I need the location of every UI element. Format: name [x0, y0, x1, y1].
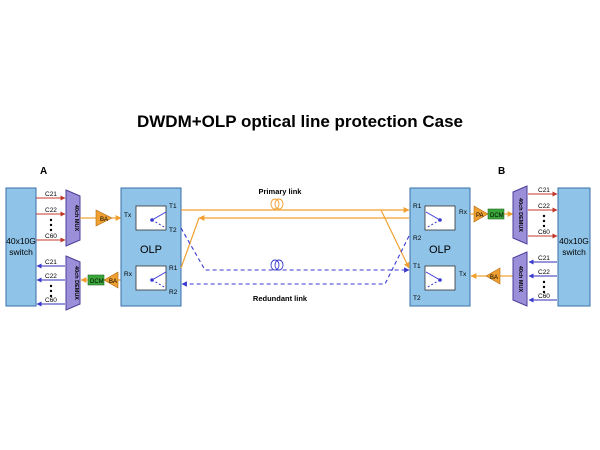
site-a-label: A	[40, 166, 47, 177]
olp-a-label: OLP	[140, 244, 162, 256]
dcm-label: DCM	[490, 213, 504, 219]
port-label-t1: T1	[413, 263, 421, 270]
ellipsis-dot	[542, 219, 546, 223]
switch-a-label-2: switch	[9, 247, 33, 257]
mux-b-label: 40ch MUX	[517, 266, 523, 293]
port-label-r2: R2	[169, 289, 178, 296]
switch-a	[5, 187, 37, 307]
switch-arm	[151, 279, 167, 289]
amplifier-pa-b	[473, 205, 489, 223]
fiber-coil-icon	[274, 198, 284, 210]
switch-pivot	[150, 218, 154, 222]
channel-label-c60: C60	[538, 229, 550, 236]
primary-link-label: Primary link	[259, 187, 303, 196]
switch-arm	[151, 271, 167, 281]
switch-b-label-1: 40x10G	[559, 236, 589, 246]
ellipsis-dot	[49, 223, 53, 227]
switch-pivot	[438, 278, 442, 282]
mux-b	[512, 251, 528, 307]
port-label-r1: R1	[413, 203, 422, 210]
amplifier-label: BA	[100, 217, 108, 223]
channel-label-c60: C60	[538, 293, 550, 300]
switch-arm	[425, 219, 441, 229]
ellipsis-dot	[49, 218, 53, 222]
optical-switch	[424, 205, 456, 231]
amplifier-label: PA	[476, 213, 484, 219]
optical-switch	[135, 205, 167, 231]
amplifier-label: BA	[490, 275, 498, 281]
demux-a	[65, 255, 81, 311]
ellipsis-dot	[49, 284, 53, 288]
port-label-rx: Rx	[459, 209, 468, 216]
channel-label-c22: C22	[538, 269, 550, 276]
switch-arm	[425, 271, 441, 281]
port-label-r2: R2	[413, 235, 422, 242]
switch-b	[557, 187, 591, 307]
switch-a-label-1: 40x10G	[6, 236, 36, 246]
channel-label-c21: C21	[45, 259, 57, 266]
redundant-link-forward	[180, 227, 410, 273]
switch-arm	[151, 211, 167, 221]
redundant-link-return	[181, 235, 410, 287]
fiber-coil-icon	[274, 259, 284, 271]
ellipsis-dot	[542, 280, 546, 284]
demux-b	[512, 185, 528, 245]
amplifier-ba-a-rx	[103, 271, 119, 289]
channel-label-c21: C21	[538, 255, 550, 262]
diagram-title: DWDM+OLP optical line protection Case	[136, 112, 464, 131]
channel-label-c21: C21	[45, 191, 57, 198]
port-label-t2: T2	[169, 227, 177, 234]
ellipsis-dot	[49, 294, 53, 298]
demux-b-label: 40ch DEMUX	[517, 198, 523, 232]
port-label-t2: T2	[413, 295, 421, 302]
olp-b-label: OLP	[429, 244, 451, 256]
ellipsis-dot	[542, 214, 546, 218]
ellipsis-dot	[542, 290, 546, 294]
ellipsis-dot	[542, 224, 546, 228]
switch-pivot	[150, 278, 154, 282]
channel-label-c60: C60	[45, 297, 57, 304]
optical-switch	[135, 265, 167, 291]
dcm-label: DCM	[90, 279, 104, 285]
ellipsis-dot	[542, 285, 546, 289]
redundant-link-label: Redundant link	[253, 294, 308, 303]
switch-arm	[151, 219, 167, 229]
channel-label-c22: C22	[45, 207, 57, 214]
port-label-r1: R1	[169, 265, 178, 272]
channel-label-c22: C22	[538, 203, 550, 210]
amplifier-label: BA	[109, 279, 117, 285]
optical-switch	[424, 265, 456, 291]
switch-arm	[425, 279, 441, 289]
switch-pivot	[438, 218, 442, 222]
amplifier-ba-a-tx	[95, 209, 113, 227]
fiber-coil-icon	[270, 259, 280, 271]
ellipsis-dot	[49, 228, 53, 232]
channel-label-c21: C21	[538, 187, 550, 194]
demux-a-label: 40ch DEMUX	[73, 266, 79, 300]
site-b-label: B	[498, 166, 505, 177]
amplifier-ba-b	[485, 267, 501, 285]
port-label-tx: Tx	[459, 271, 467, 278]
primary-link-cross-right	[380, 209, 410, 269]
port-label-tx: Tx	[124, 212, 132, 219]
port-label-t1: T1	[169, 203, 177, 210]
port-label-rx: Rx	[124, 271, 133, 278]
mux-a-label: 40ch MUX	[73, 205, 79, 232]
channel-label-c22: C22	[45, 273, 57, 280]
channel-label-c60: C60	[45, 233, 57, 240]
fiber-coil-icon	[270, 198, 280, 210]
switch-b-label-2: switch	[562, 247, 586, 257]
ellipsis-dot	[49, 289, 53, 293]
mux-a	[65, 189, 81, 247]
switch-arm	[425, 211, 441, 221]
